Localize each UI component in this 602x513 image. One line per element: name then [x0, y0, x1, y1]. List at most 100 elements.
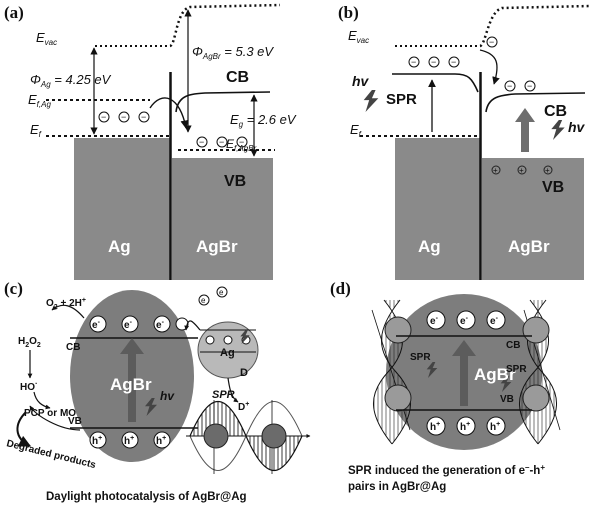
- svg-text:h+: h+: [124, 435, 134, 447]
- hot-electrons: − − − − − −: [408, 36, 536, 92]
- svg-text:h+: h+: [460, 421, 470, 433]
- cb-electrons-c: e- e- e-: [89, 315, 189, 333]
- vacuum-level-agbr-b: [479, 4, 591, 48]
- light-bolt-icon-left: [363, 90, 379, 112]
- cb-label-b: CB: [544, 103, 567, 120]
- ef-agbr-label: Ef,AgBr: [226, 137, 257, 153]
- hot-electron-level: [392, 73, 479, 93]
- svg-text:h+: h+: [430, 421, 440, 433]
- vacuum-level-agbr: [169, 3, 281, 48]
- caption-d-line2: pairs in AgBr@Ag: [348, 481, 446, 493]
- degraded-products-label: Degraded products: [5, 438, 97, 471]
- svg-text:−: −: [489, 37, 494, 47]
- ef-label-b: Ef: [350, 122, 362, 139]
- agbr-label-b: AgBr: [508, 237, 550, 256]
- ag-np-left-top: [384, 316, 412, 344]
- ho-label: HO·: [20, 379, 38, 393]
- d-oxidation-arrow: [227, 377, 239, 403]
- svg-text:e: e: [219, 288, 224, 297]
- eg-label: Eg = 2.6 eV: [230, 112, 297, 129]
- cb-label-c: CB: [66, 342, 80, 353]
- pcp-label: PCP or MO: [24, 408, 76, 419]
- caption-c: Daylight photocatalysis of AgBr@Ag: [46, 491, 247, 503]
- agbr-semiconductor-block: [172, 158, 273, 280]
- vb-holes-d: h+ h+ h+: [426, 416, 506, 436]
- svg-text:+: +: [545, 166, 550, 175]
- svg-text:−: −: [527, 81, 532, 91]
- ag-np-left-bottom: [384, 384, 412, 412]
- caption-d-line1: SPR induced the generation of e–-h+: [348, 463, 545, 477]
- holes-oxidation-arrow: [29, 405, 81, 431]
- vb-holes-c: h+ h+ h+: [89, 431, 171, 449]
- svg-text:h+: h+: [490, 421, 500, 433]
- phi-ag-label: ΦAg = 4.25 eV: [30, 72, 112, 89]
- ag-metal-block: [74, 138, 170, 280]
- cb-electrons-d: e- e- e-: [426, 310, 506, 330]
- hv-label-right: hv: [568, 119, 586, 135]
- vb-label-d: VB: [500, 394, 514, 405]
- vb-label-b: VB: [542, 179, 564, 196]
- svg-text:h+: h+: [92, 435, 102, 447]
- spr-label-d-left: SPR: [410, 352, 431, 363]
- svg-text:e-: e-: [490, 315, 499, 327]
- svg-text:h+: h+: [156, 435, 166, 447]
- cb-band-edge-b: [485, 92, 586, 113]
- vb-label-c: VB: [68, 416, 82, 427]
- light-bolt-icon-right: [551, 120, 565, 140]
- svg-text:−: −: [239, 137, 244, 147]
- agbr-label: AgBr: [196, 237, 238, 256]
- panel-c: (c) e- e- e- e e: [4, 279, 311, 503]
- panel-d-label: (d): [330, 279, 351, 298]
- svg-text:+: +: [493, 166, 498, 175]
- ag-label-c: Ag: [220, 347, 235, 359]
- svg-text:e-: e-: [430, 315, 439, 327]
- hv-label-left: hv: [352, 73, 370, 89]
- ag-metal-block-b: [395, 138, 480, 280]
- spr-wave-inset: [186, 400, 311, 474]
- panel-a-label: (a): [4, 3, 24, 22]
- svg-text:e-: e-: [156, 319, 165, 331]
- panel-d: (d) e- e-: [330, 279, 561, 493]
- e-vac-label-b: Evac: [348, 28, 369, 45]
- agbr-semiconductor-block-b: [482, 158, 584, 280]
- vb-label: VB: [224, 173, 246, 190]
- svg-text:−: −: [141, 112, 146, 122]
- ag-np-right-bottom: [522, 384, 550, 412]
- excitation-arrow-b: [515, 108, 535, 152]
- ag-electrons: − − −: [98, 111, 150, 123]
- svg-text:−: −: [121, 112, 126, 122]
- electron-injection-arrow: [479, 49, 500, 85]
- agbr-label-d: AgBr: [474, 365, 516, 384]
- d-plus-label: D+: [238, 401, 249, 413]
- panel-b-label: (b): [338, 3, 359, 22]
- ag-label: Ag: [108, 237, 131, 256]
- svg-text:e-: e-: [460, 315, 469, 327]
- vb-holes-b: + + +: [491, 165, 553, 175]
- excitation-arrow-d: [452, 340, 476, 406]
- agbr-electrons: − − −: [196, 136, 248, 148]
- o2-reduction-arrow: [51, 304, 85, 319]
- cb-label-d: CB: [506, 340, 520, 351]
- svg-text:−: −: [451, 57, 456, 67]
- e-vac-label: Evac: [36, 30, 57, 47]
- ho-to-pcp-arrow: [33, 391, 51, 410]
- svg-text:−: −: [507, 81, 512, 91]
- panel-b: (b) − − − − − − + + + Eva: [338, 3, 591, 280]
- ef-label: Ef: [30, 122, 42, 139]
- h2o2-label: H2O2: [18, 336, 41, 349]
- ag-to-agbr-arrow: [184, 320, 201, 331]
- o2-label: O2 + 2H+: [46, 297, 86, 311]
- svg-text:−: −: [199, 137, 204, 147]
- phi-agbr-label: ΦAgBr = 5.3 eV: [192, 44, 274, 61]
- degradation-arrow: [16, 411, 32, 447]
- agbr-label-c: AgBr: [110, 375, 152, 394]
- svg-text:−: −: [101, 112, 106, 122]
- svg-text:−: −: [219, 137, 224, 147]
- svg-text:−: −: [411, 57, 416, 67]
- spr-label-c: SPR: [212, 389, 235, 401]
- panel-c-label: (c): [4, 279, 23, 298]
- panel-a: (a) − − − − − −: [4, 3, 297, 280]
- electron-transfer-arrow: [149, 97, 189, 129]
- excitation-arrow-c: [120, 338, 144, 422]
